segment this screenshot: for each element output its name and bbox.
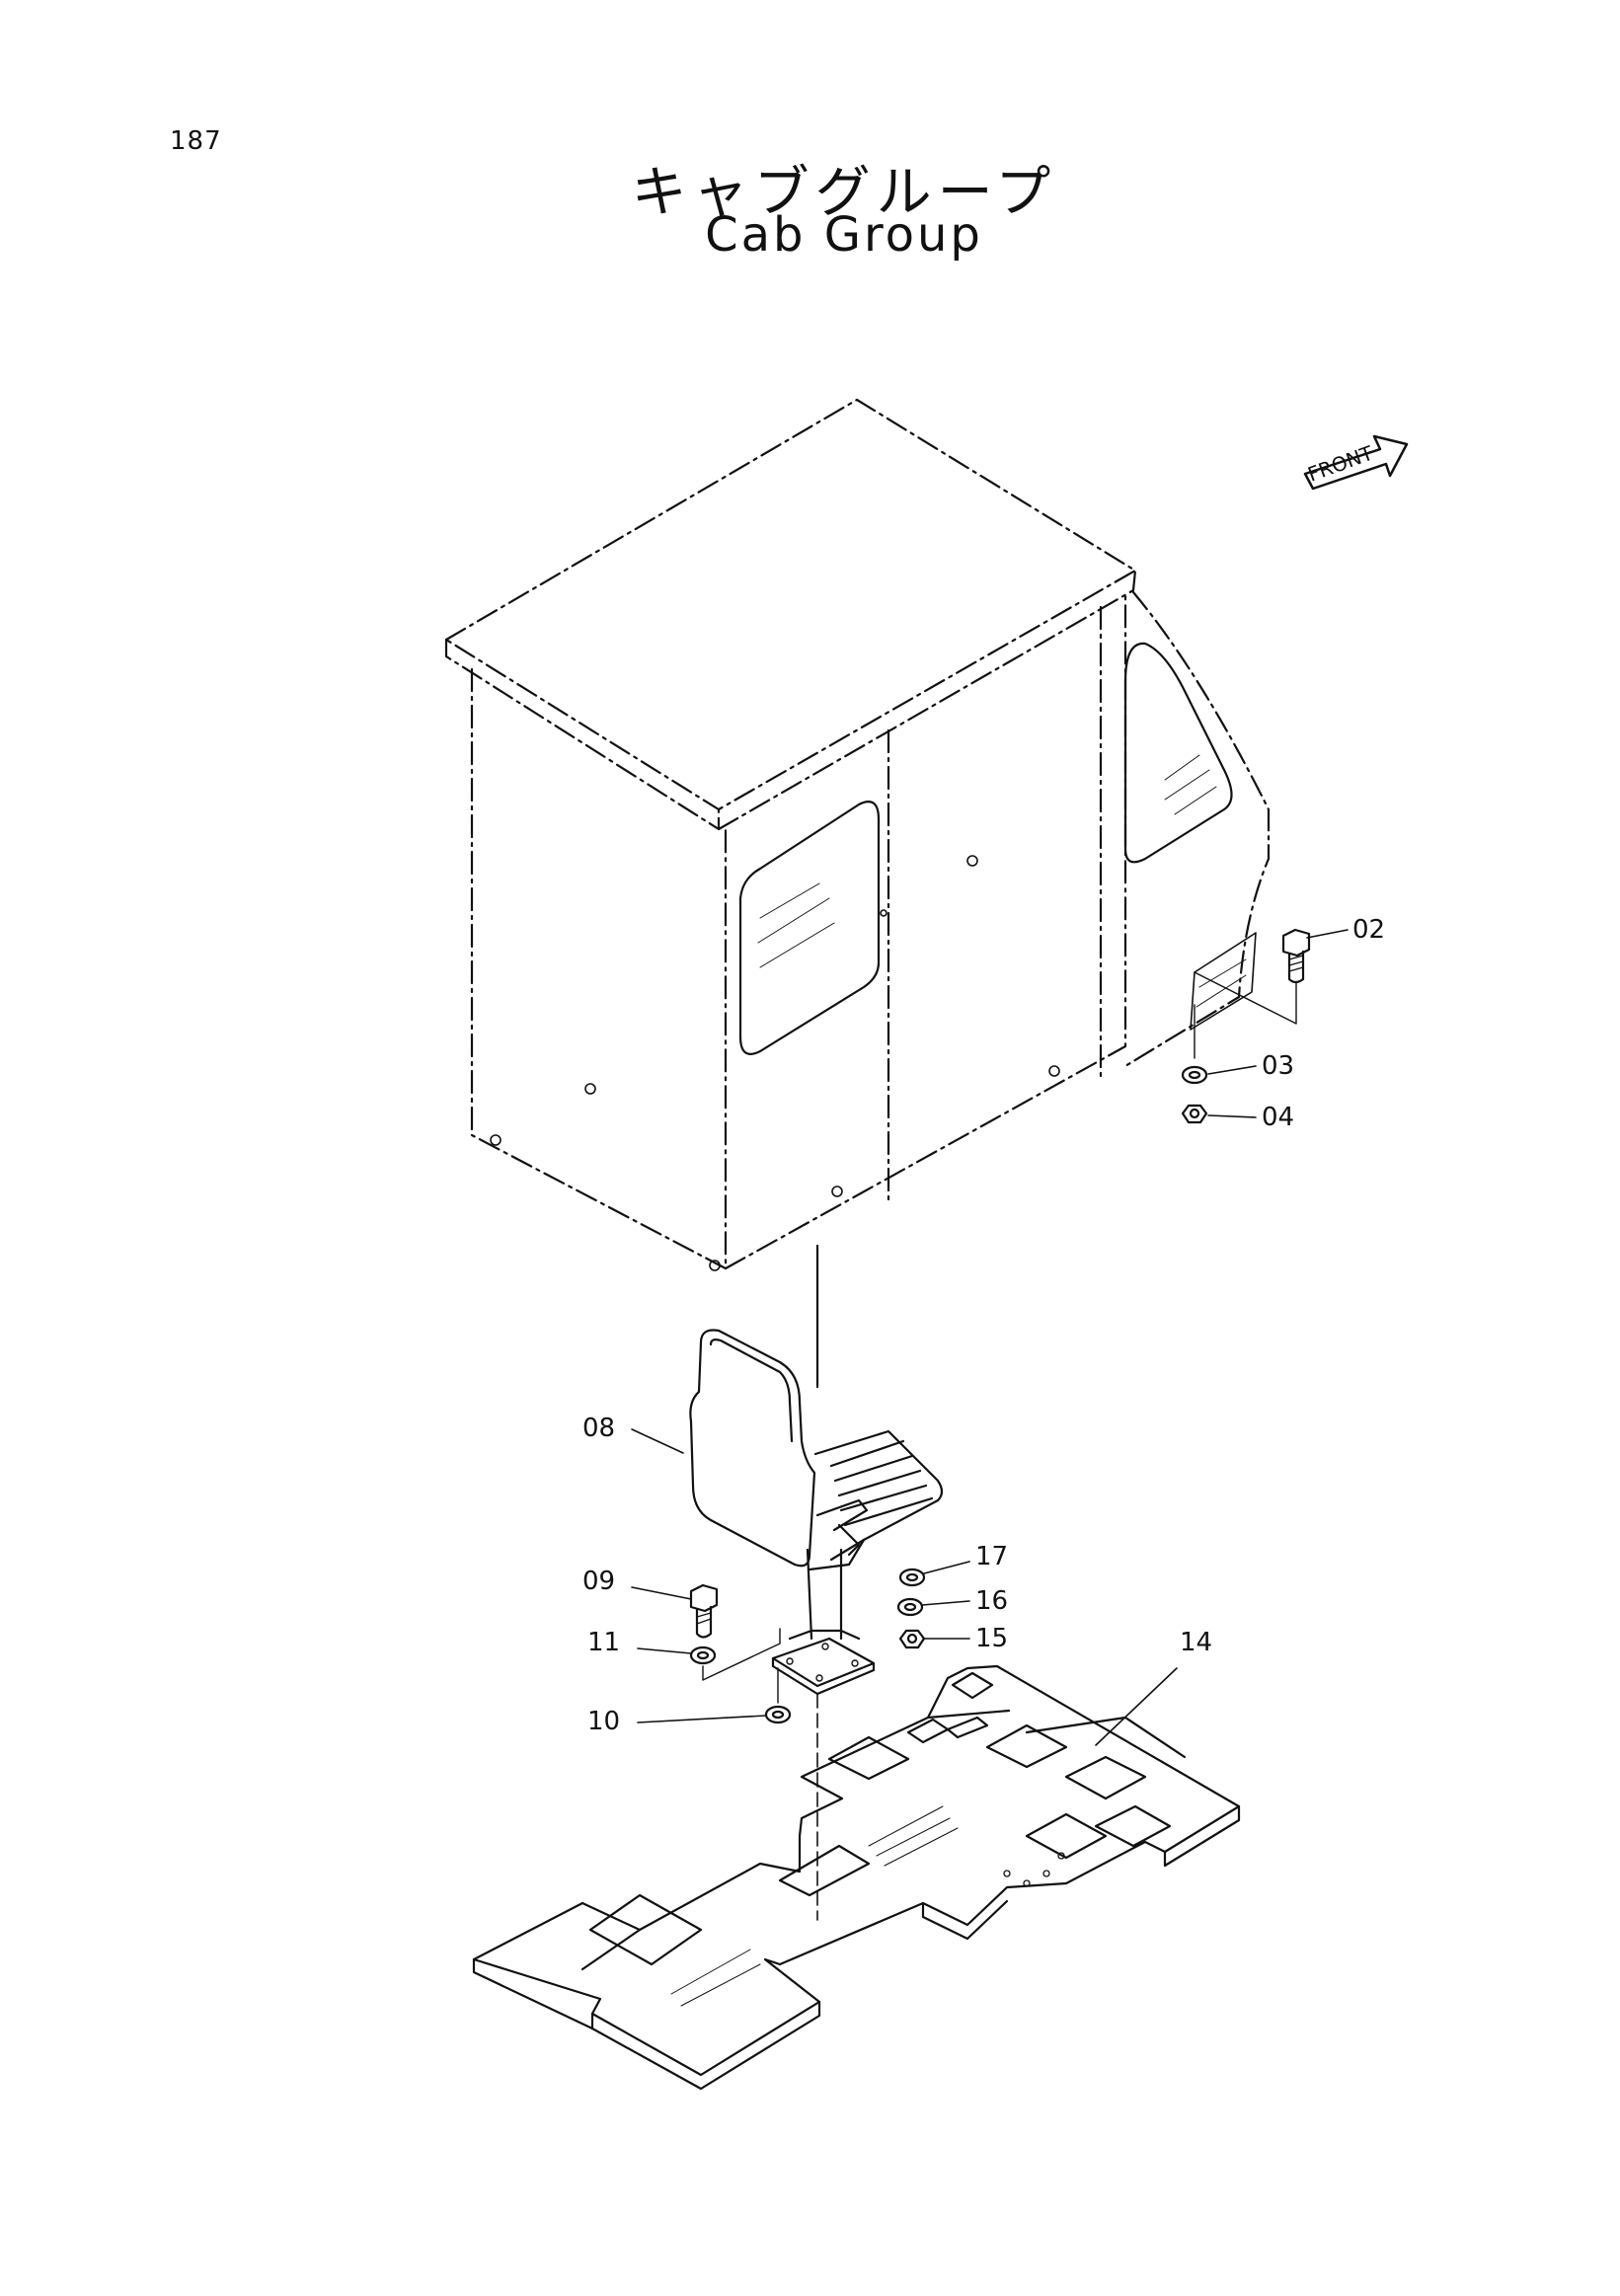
page-title-japanese: キャブグループ [631, 161, 1057, 225]
callout-04: 04 [1262, 1103, 1294, 1132]
nut-15-icon [898, 1629, 926, 1649]
washer-10-icon [764, 1705, 792, 1724]
callout-03: 03 [1262, 1051, 1294, 1081]
bolt-02-icon [1281, 928, 1311, 984]
cab-window-right [1123, 642, 1233, 864]
callout-02: 02 [1352, 915, 1385, 945]
cab-assembly [444, 398, 1271, 1270]
washer-16-icon [896, 1597, 924, 1617]
bolt-09-icon [689, 1583, 719, 1639]
leader-04 [1207, 1114, 1257, 1118]
callout-11: 11 [587, 1628, 620, 1657]
callout-09: 09 [582, 1567, 615, 1596]
leader-10 [637, 1715, 767, 1723]
washer-03-icon [1181, 1065, 1208, 1085]
nut-04-icon [1181, 1104, 1208, 1124]
washer-11-icon [689, 1645, 717, 1665]
leader-17 [923, 1561, 970, 1574]
leader-09 [631, 1586, 692, 1600]
callout-15: 15 [975, 1624, 1008, 1653]
callout-14: 14 [1180, 1628, 1212, 1657]
cab-mount-holes [490, 855, 1060, 1271]
leader-16 [921, 1600, 970, 1606]
washer-17-icon [898, 1568, 926, 1587]
leader-08 [631, 1428, 684, 1454]
callout-16: 16 [975, 1586, 1008, 1616]
page-title-english: Cab Group [705, 207, 983, 263]
front-arrow-icon: FRONT [1303, 434, 1409, 491]
callout-10: 10 [587, 1707, 620, 1736]
operator-seat [689, 1329, 944, 1696]
leader-11 [637, 1647, 692, 1654]
callout-08: 08 [582, 1414, 615, 1443]
floor-plate [472, 1664, 1241, 2091]
cab-window-left [738, 801, 881, 1055]
leader-14 [1095, 1667, 1178, 1746]
page-number: 187 [170, 126, 222, 156]
leader-02 [1306, 929, 1349, 939]
leader-03 [1207, 1065, 1257, 1075]
callout-17: 17 [975, 1542, 1008, 1571]
cab-mount-bracket [1190, 932, 1257, 1031]
